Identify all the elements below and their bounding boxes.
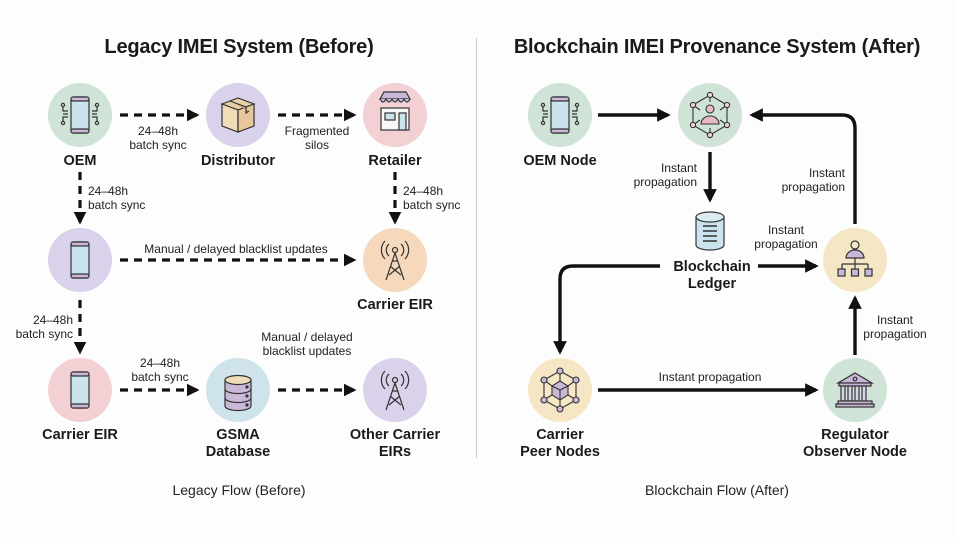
cell-tower-icon bbox=[380, 370, 410, 411]
node-gsma bbox=[206, 358, 270, 422]
legacy-title: Legacy IMEI System (Before) bbox=[104, 36, 374, 58]
label-ledger-line2: Ledger bbox=[687, 276, 737, 292]
node-distributor bbox=[206, 83, 270, 147]
edge-label-middle-bottom: 24–48h batch sync bbox=[16, 313, 73, 341]
node-hub bbox=[678, 83, 742, 147]
edge-label-line2: batch sync bbox=[129, 138, 187, 152]
label-gsma: GSMA Database bbox=[206, 427, 270, 461]
smartphone-icon bbox=[70, 241, 90, 279]
edge-label-line1: 24–48h bbox=[403, 184, 444, 198]
label-other-carrier: Other Carrier EIRs bbox=[350, 427, 440, 461]
label-other-carrier-line2: EIRs bbox=[378, 444, 412, 460]
smartphone-circuit-icon bbox=[60, 96, 100, 134]
smartphone-circuit-icon bbox=[540, 96, 580, 134]
label-carrier-peers: Carrier Peer Nodes bbox=[520, 427, 600, 461]
cell-tower-icon bbox=[380, 240, 410, 281]
edge-label-gsma-other: Manual / delayed blacklist updates bbox=[261, 330, 352, 358]
edge-label-line1: 24–48h bbox=[139, 356, 181, 370]
node-regulator bbox=[823, 358, 887, 422]
label-carrier-peers-line1: Carrier bbox=[536, 427, 584, 443]
edge-label-oem-distributor: 24–48h batch sync bbox=[129, 124, 186, 152]
label-regulator-line1: Regulator bbox=[821, 427, 889, 443]
node-ledger bbox=[695, 211, 725, 251]
edge-label-line2: batch sync bbox=[131, 370, 189, 384]
edge-label-distributor-retailer: Fragmented silos bbox=[285, 124, 350, 152]
edge-label-line1: Instant bbox=[808, 166, 845, 180]
database-icon bbox=[224, 374, 252, 412]
label-regulator: Regulator Observer Node bbox=[803, 427, 907, 461]
node-other-carrier bbox=[363, 358, 427, 422]
node-oem bbox=[48, 83, 112, 147]
edge-label-line2: batch sync bbox=[403, 198, 461, 212]
edge-label-oem-middle: 24–48h batch sync bbox=[88, 184, 145, 212]
edge-label-peers-regulator: Instant propagation bbox=[659, 370, 762, 384]
edge-label-line2: propagation bbox=[633, 175, 697, 189]
label-ledger-line1: Blockchain bbox=[673, 259, 751, 275]
package-box-icon bbox=[220, 97, 256, 133]
label-other-carrier-line1: Other Carrier bbox=[349, 427, 441, 443]
label-oem-node: OEM Node bbox=[523, 153, 597, 169]
edge-label-line2: propagation bbox=[863, 327, 927, 341]
node-org bbox=[823, 228, 887, 292]
network-user-hub-icon bbox=[689, 91, 731, 139]
label-gsma-line1: GSMA bbox=[216, 427, 260, 443]
edge-label-hub-ledger: Instant propagation bbox=[634, 161, 697, 189]
label-carrier-peers-line2: Peer Nodes bbox=[520, 444, 600, 460]
edge-label-middle-carrier: Manual / delayed blacklist updates bbox=[144, 242, 327, 256]
label-distributor: Distributor bbox=[200, 153, 276, 169]
edge-label-line2: propagation bbox=[754, 237, 818, 251]
blockchain-title: Blockchain IMEI Provenance System (After… bbox=[513, 36, 921, 58]
org-chart-icon bbox=[837, 240, 873, 277]
edge-label-line1: Instant bbox=[660, 161, 697, 175]
panel-divider bbox=[476, 38, 477, 458]
edge-label-line1: 24–48h bbox=[137, 124, 179, 138]
edge-label-line1: Instant propagation bbox=[658, 370, 762, 384]
edge-label-ledger-org: Instant propagation bbox=[754, 223, 817, 251]
edge-label-line1: 24–48h bbox=[32, 313, 73, 327]
edge-label-line1: Manual / delayed blacklist updates bbox=[144, 242, 328, 256]
ledger-cylinder-icon bbox=[695, 211, 725, 251]
government-building-icon bbox=[835, 372, 875, 408]
edge-label-line2: batch sync bbox=[88, 198, 146, 212]
node-middle-phone bbox=[48, 228, 112, 292]
storefront-icon bbox=[378, 91, 412, 131]
edge-label-line2: batch sync bbox=[15, 327, 73, 341]
edge-label-line1: Fragmented bbox=[284, 124, 350, 138]
label-retailer: Retailer bbox=[368, 153, 422, 169]
edge-org-to-hub bbox=[749, 108, 857, 224]
label-carrier-eir-right: Carrier EIR bbox=[357, 297, 433, 313]
edge-label-line1: Manual / delayed bbox=[261, 330, 353, 344]
node-retailer bbox=[363, 83, 427, 147]
label-regulator-line2: Observer Node bbox=[803, 444, 907, 460]
node-carrier-eir-right bbox=[363, 228, 427, 292]
node-oem-node bbox=[528, 83, 592, 147]
smartphone-icon bbox=[70, 371, 90, 409]
edge-label-org-hub: Instant propagation bbox=[782, 166, 845, 194]
edge-label-line2: blacklist updates bbox=[262, 344, 352, 358]
edge-label-retailer-carrier: 24–48h batch sync bbox=[403, 184, 460, 212]
label-carrier-eir-bottom: Carrier EIR bbox=[42, 427, 118, 443]
legacy-caption: Legacy Flow (Before) bbox=[172, 482, 306, 498]
edge-label-line1: Instant bbox=[876, 313, 914, 327]
label-ledger: Blockchain Ledger bbox=[673, 259, 750, 293]
blockchain-caption: Blockchain Flow (After) bbox=[645, 482, 789, 498]
edge-label-line2: propagation bbox=[781, 180, 845, 194]
cube-network-icon bbox=[540, 367, 580, 413]
label-oem: OEM bbox=[63, 153, 97, 169]
edge-label-regulator-org: Instant propagation bbox=[863, 313, 926, 341]
edge-label-line1: Instant bbox=[767, 223, 805, 237]
label-gsma-line2: Database bbox=[205, 444, 271, 460]
node-carrier-peers bbox=[528, 358, 592, 422]
node-carrier-eir-bottom bbox=[48, 358, 112, 422]
edge-label-line2: silos bbox=[304, 138, 330, 152]
edge-label-line1: 24–48h bbox=[88, 184, 129, 198]
edge-ledger-to-peers bbox=[553, 264, 660, 355]
edge-label-bottom-gsma: 24–48h batch sync bbox=[131, 356, 188, 384]
